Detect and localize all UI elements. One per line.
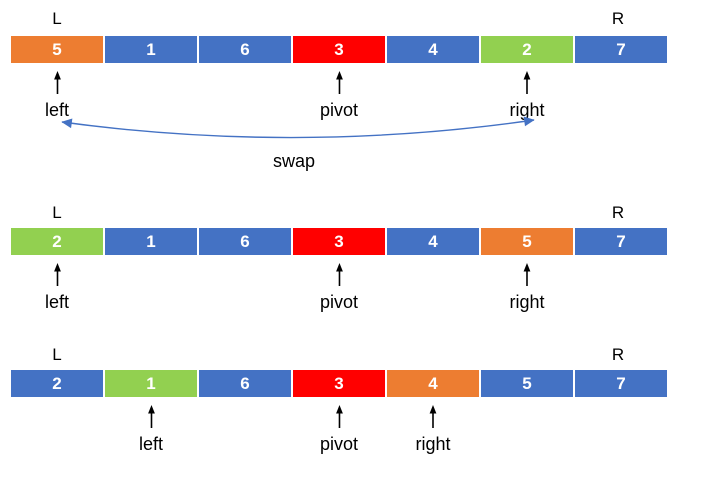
right-pointer: right (509, 71, 545, 121)
up-arrow-icon (51, 71, 62, 99)
array-cell: 4 (387, 228, 479, 255)
right-bound-label: R (611, 345, 625, 364)
pointer-label: left (44, 100, 70, 120)
left-pointer: left (139, 405, 163, 455)
array-cell: 6 (199, 228, 291, 255)
array-cell: 1 (105, 36, 197, 63)
up-arrow-icon (427, 405, 438, 433)
array-cell: 5 (481, 370, 573, 397)
array-cell: 7 (575, 36, 667, 63)
array-cell: 7 (575, 370, 667, 397)
array-cell: 4 (387, 370, 479, 397)
array-cell: 3 (293, 36, 385, 63)
pointer-label: right (415, 434, 451, 454)
up-arrow-icon (51, 263, 62, 291)
array-cell: 3 (293, 370, 385, 397)
pivot-pointer: pivot (320, 405, 358, 455)
array-cell: 7 (575, 228, 667, 255)
pointer-label: pivot (319, 434, 359, 454)
array-cell: 2 (11, 370, 103, 397)
array-cell: 3 (293, 228, 385, 255)
left-pointer: left (45, 263, 69, 313)
left-pointer: left (45, 71, 69, 121)
up-arrow-icon (145, 405, 156, 433)
pointer-label: right (509, 292, 545, 312)
right-bound-label: R (611, 203, 625, 222)
pivot-pointer: pivot (320, 263, 358, 313)
up-arrow-icon (521, 71, 532, 99)
array-cell: 1 (105, 370, 197, 397)
up-arrow-icon (334, 263, 345, 291)
array-cell: 4 (387, 36, 479, 63)
pivot-pointer: pivot (320, 71, 358, 121)
up-arrow-icon (521, 263, 532, 291)
right-pointer: right (509, 263, 545, 313)
array-cell: 5 (481, 228, 573, 255)
up-arrow-icon (334, 71, 345, 99)
right-pointer: right (415, 405, 451, 455)
array-cell: 6 (199, 370, 291, 397)
pointer-label: right (509, 100, 545, 120)
array-cell: 6 (199, 36, 291, 63)
left-bound-label: L (52, 9, 62, 28)
array-cell: 2 (11, 228, 103, 255)
pointer-label: pivot (319, 292, 359, 312)
left-bound-label: L (52, 203, 62, 222)
array-cell: 1 (105, 228, 197, 255)
swap-arrow (55, 112, 541, 165)
array-cell: 5 (11, 36, 103, 63)
pointer-label: pivot (319, 100, 359, 120)
array-cell: 2 (481, 36, 573, 63)
pointer-label: left (138, 434, 164, 454)
right-bound-label: R (611, 9, 625, 28)
up-arrow-icon (334, 405, 345, 433)
pointer-label: left (44, 292, 70, 312)
swap-label: swap (272, 151, 316, 171)
left-bound-label: L (52, 345, 62, 364)
